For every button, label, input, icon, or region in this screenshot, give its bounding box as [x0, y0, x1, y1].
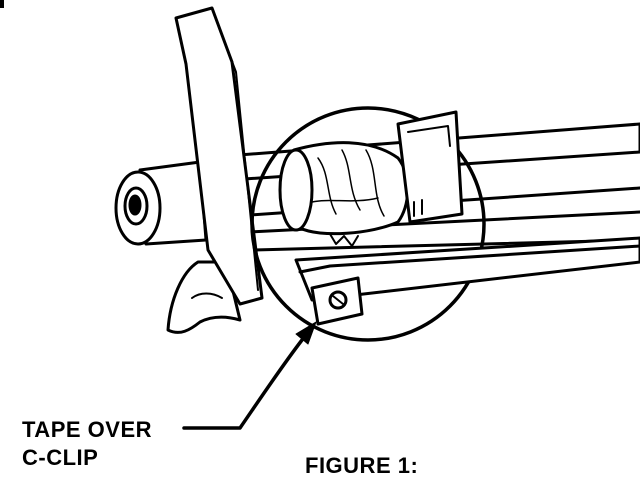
screw-slot — [332, 295, 344, 305]
hand-crease — [191, 292, 223, 299]
magnifier-circle — [250, 106, 486, 342]
callout-label-line-2: C-CLIP — [22, 445, 99, 470]
corner-mark — [0, 0, 4, 8]
hand-thumb — [166, 260, 242, 334]
leader-line — [182, 338, 304, 430]
tape-wrinkle-2 — [341, 149, 361, 211]
mounting-rail — [294, 236, 640, 302]
tape-wrinkle-1 — [317, 157, 337, 215]
tape-wrap-end — [278, 148, 314, 232]
end-cap-bore — [128, 194, 142, 216]
callout-label-line-1: TAPE OVER — [22, 417, 153, 442]
tape-fringe — [329, 233, 359, 247]
tape-wrinkle-4 — [311, 197, 379, 203]
clip-housing — [396, 110, 464, 224]
clip-housing-rim — [407, 125, 451, 147]
figure-caption: FIGURE 1: — [305, 453, 419, 478]
tape-wrinkle-3 — [365, 149, 385, 217]
leader-arrowhead — [295, 321, 317, 345]
mounting-rail-lip — [298, 244, 640, 274]
